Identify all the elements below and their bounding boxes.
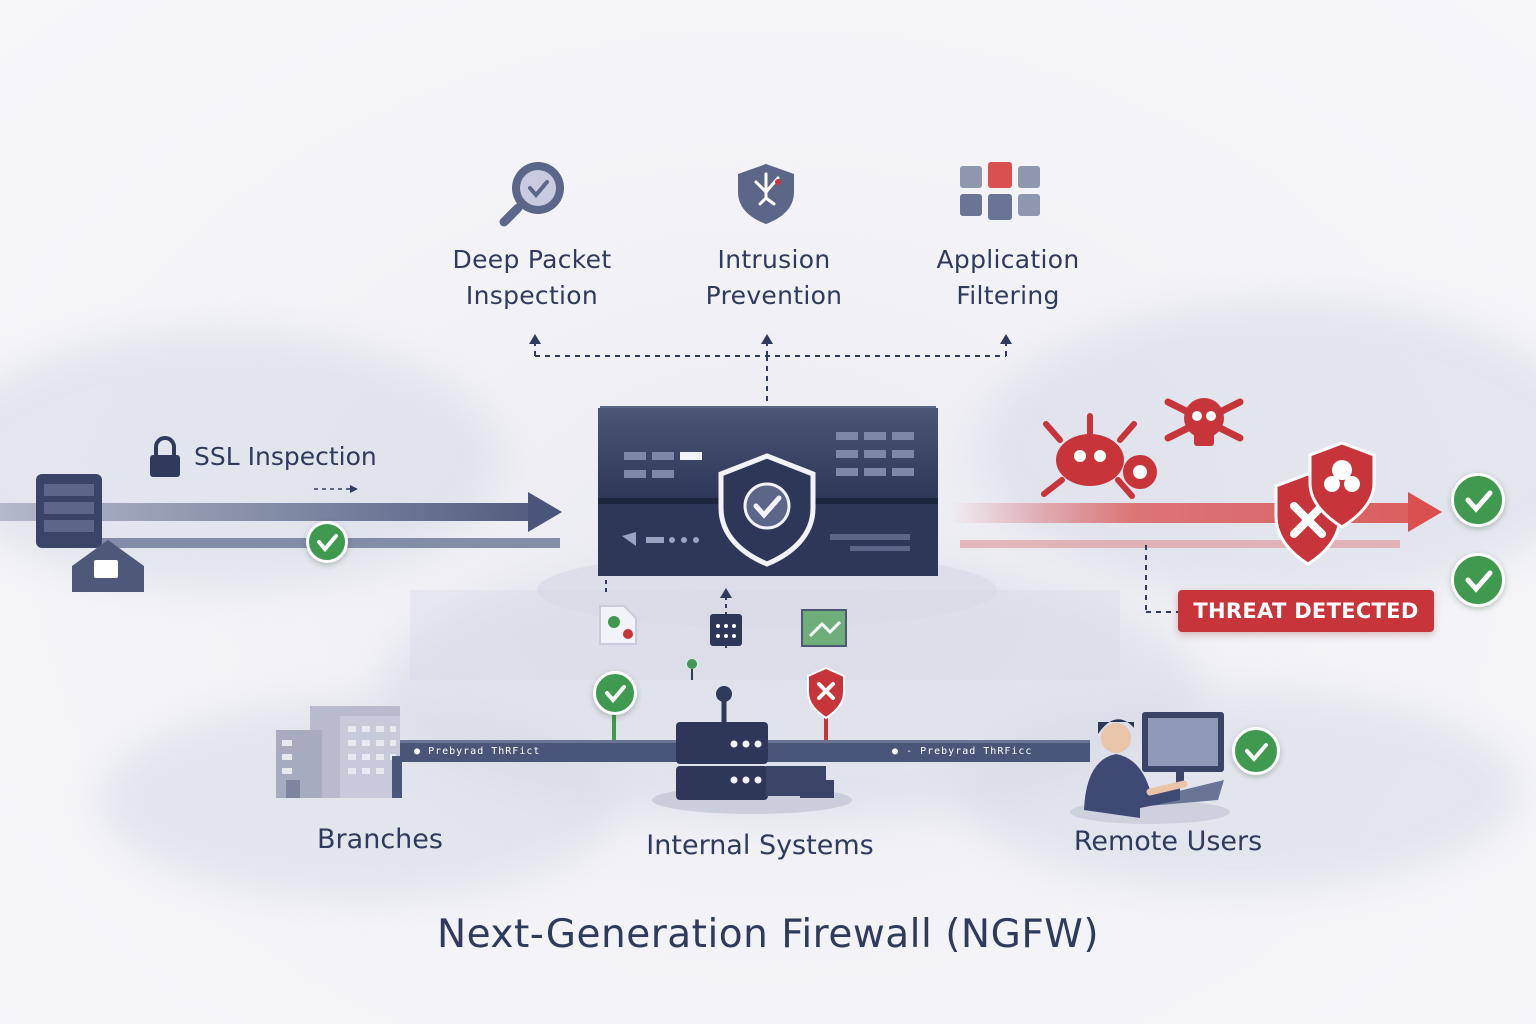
threat-detected-badge: THREAT DETECTED [1178,590,1434,632]
exit-allowed-check-icon-2 [1451,553,1505,607]
source-server-icon [36,474,144,592]
feature-app-filter-line1: Application [936,245,1080,274]
internal-systems-label: Internal Systems [646,830,874,861]
virus-icon [1041,413,1157,499]
feature-app-filter-line2: Filtering [956,281,1060,310]
feature-ips-label: Intrusion Prevention [654,242,894,314]
feature-dpi-label: Deep Packet Inspection [412,242,652,314]
ssl-allowed-check-icon [306,521,348,563]
feature-connectors [534,342,1007,402]
left-traffic-dot-icon: ● [414,746,422,757]
right-traffic-dot-icon: ● [892,746,900,757]
feature-dpi-line2: Inspection [465,281,599,310]
blocked-pin-icon [807,666,845,720]
app-box-icon [710,614,742,646]
small-pin-icon [687,659,697,680]
branch-building-icon [276,706,402,798]
firewall-shield-icon [718,453,816,567]
branches-label: Branches [317,824,443,855]
left-traffic-text: Prebyrad ThRFict [428,746,541,757]
page-title: Next-Generation Firewall (NGFW) [436,912,1100,957]
internal-server-icon [652,722,852,814]
feature-ips-line1: Intrusion [717,245,831,274]
remote-allowed-check-icon [1232,727,1280,775]
malware-shield-icon [1308,441,1376,529]
magnifier-icon [499,162,564,227]
feature-dpi-line1: Deep Packet [452,245,612,274]
exit-allowed-check-icon-1 [1451,473,1505,527]
left-traffic-label: ● Prebyrad ThRFict [414,746,540,757]
remote-user-icon [1070,712,1230,824]
lock-icon [150,436,180,477]
file-icon [599,605,637,645]
ssl-inspection-label: SSL Inspection [194,442,377,471]
right-traffic-label: ● - Prebyrad ThRFicc [892,746,1032,757]
internal-allowed-check-icon [593,671,637,715]
right-traffic-text: - Prebyrad ThRFicc [906,746,1033,757]
skull-icon [1164,398,1244,446]
app-grid-icon [960,162,1040,220]
allowed-app-icon [801,609,847,647]
shield-icon [738,164,794,224]
feature-app-filter-label: Application Filtering [888,242,1128,314]
remote-users-label: Remote Users [1073,826,1263,857]
feature-ips-line2: Prevention [705,281,843,310]
